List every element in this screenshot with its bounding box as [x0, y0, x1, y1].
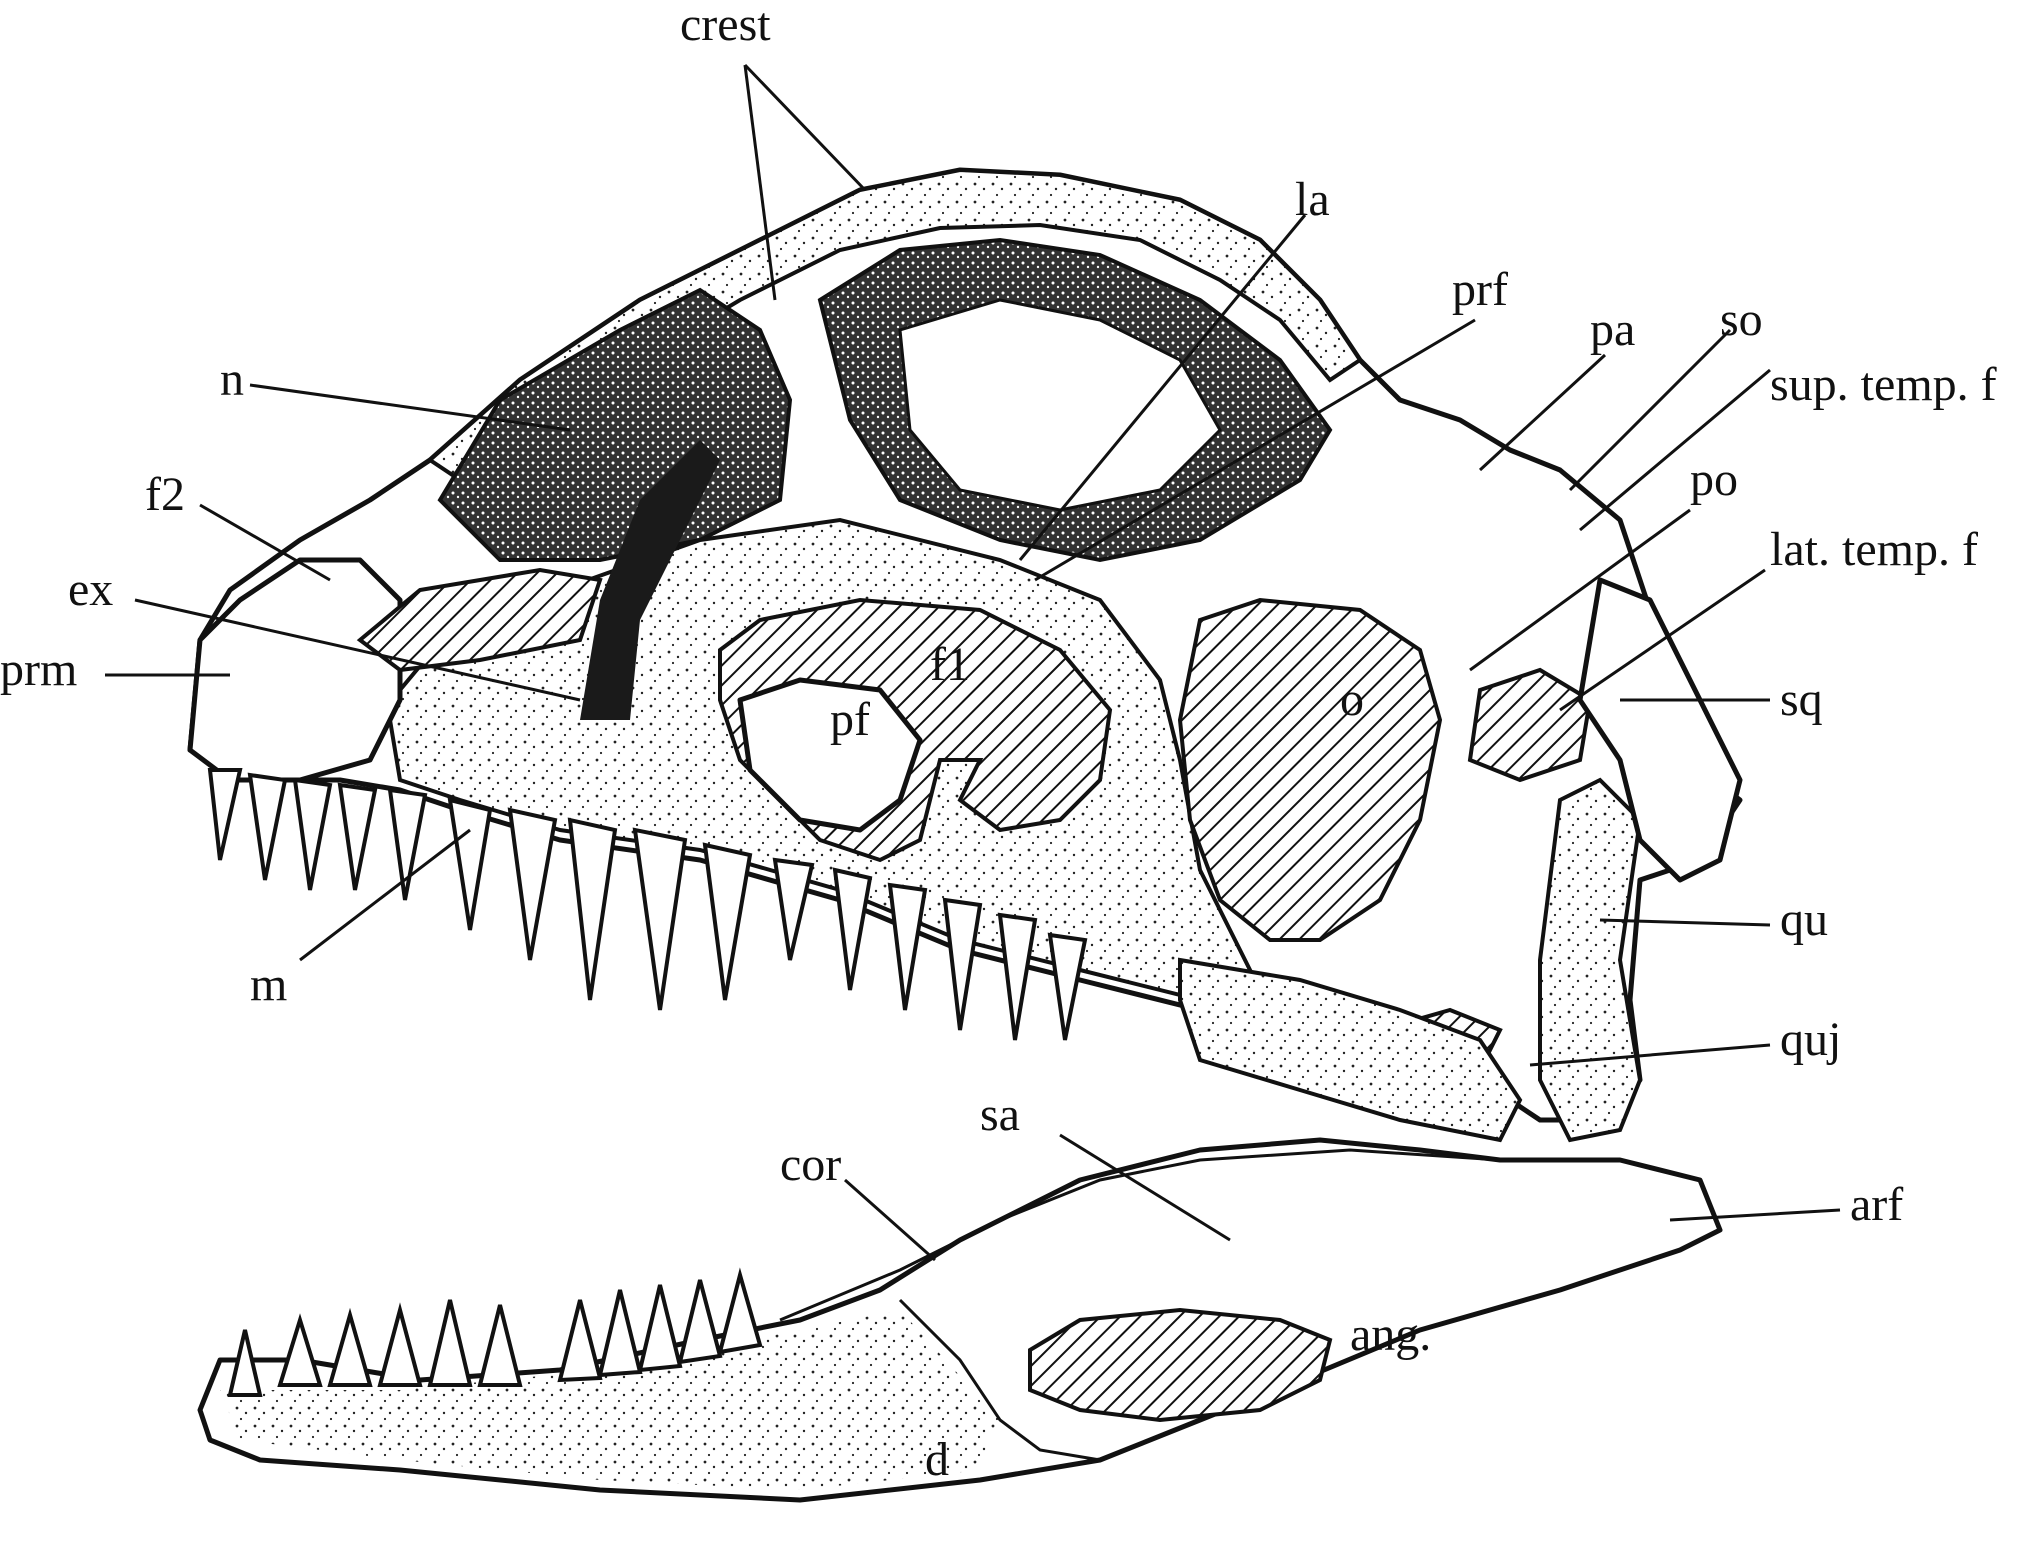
- external-naris: [356, 567, 603, 673]
- label-sup-temp-f: sup. temp. f: [1770, 358, 1997, 411]
- label-quj: quj: [1780, 1013, 1841, 1066]
- nasal-bar: [580, 440, 720, 720]
- premaxilla: [187, 557, 403, 783]
- label-so: so: [1720, 293, 1763, 346]
- label-ang: ang.: [1350, 1308, 1431, 1361]
- crest-lightarea: [898, 298, 1222, 512]
- surangular-ridge: [779, 1148, 1501, 1322]
- quadrate: [1538, 777, 1643, 1143]
- label-po: po: [1690, 453, 1738, 506]
- label-prm: prm: [0, 643, 77, 696]
- squamosal: [1577, 577, 1743, 883]
- label-sq: sq: [1780, 673, 1823, 726]
- label-f2: f2: [145, 468, 185, 521]
- antorbital-inner: [737, 677, 923, 833]
- label-crest: crest: [680, 0, 771, 51]
- label-cor: cor: [780, 1138, 841, 1191]
- label-prf: prf: [1452, 263, 1508, 316]
- label-m: m: [250, 958, 287, 1011]
- label-ex: ex: [68, 563, 113, 616]
- orbit: [1177, 597, 1443, 942]
- dentary-stipple: [220, 1310, 1000, 1490]
- leader-lines: [105, 63, 1841, 1262]
- label-d: d: [925, 1433, 949, 1486]
- mandibular-fenestra: [1028, 1307, 1333, 1423]
- labels: crest la prf pa so sup. temp. f po lat. …: [0, 0, 1997, 1486]
- lateral-temporal-fenestra: [1467, 667, 1593, 783]
- label-la: la: [1295, 173, 1330, 226]
- label-sa: sa: [980, 1088, 1020, 1141]
- label-o: o: [1340, 673, 1364, 726]
- lower-teeth: [227, 1267, 763, 1397]
- label-pa: pa: [1590, 303, 1635, 356]
- dentary-suture: [898, 1298, 1101, 1462]
- jugal: [1178, 957, 1523, 1143]
- label-pf: pf: [830, 693, 870, 746]
- label-lat-temp-f: lat. temp. f: [1770, 523, 1978, 576]
- label-qu: qu: [1780, 893, 1828, 946]
- label-f1: f1: [930, 638, 970, 691]
- label-n: n: [220, 353, 244, 406]
- label-arf: arf: [1850, 1178, 1903, 1231]
- upper-teeth: [207, 768, 1088, 1041]
